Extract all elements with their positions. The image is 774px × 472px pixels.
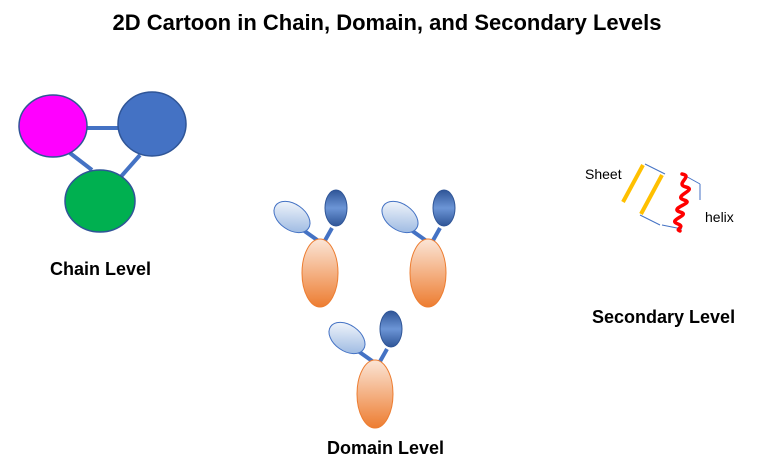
- secondary-level-label: Secondary Level: [592, 307, 736, 327]
- domain-light-lobe: [328, 321, 366, 355]
- sheet-strand-2: [639, 174, 664, 215]
- chain-node-magenta: [18, 94, 88, 158]
- chain-level-group: [18, 91, 187, 233]
- chain-level-label: Chain Level: [50, 259, 152, 279]
- helix-label: helix: [705, 209, 734, 225]
- domain-dark-lobe: [324, 189, 348, 227]
- sheet-outline-top: [644, 163, 666, 175]
- chain-node-green: [64, 169, 136, 233]
- diagram-title: 2D Cartoon in Chain, Domain, and Seconda…: [112, 10, 662, 35]
- domain-base-ellipse: [409, 238, 447, 308]
- domain-base-ellipse: [356, 359, 394, 429]
- domain-cartoon-1: [273, 189, 348, 308]
- domain-dark-lobe: [432, 189, 456, 227]
- sheet-label: Sheet: [585, 166, 622, 182]
- domain-dark-lobe: [379, 310, 403, 348]
- domain-base-ellipse: [301, 238, 339, 308]
- domain-light-lobe: [381, 200, 419, 234]
- secondary-level-group: [621, 163, 701, 233]
- sheet-strand-1: [621, 164, 645, 203]
- domain-level-label: Domain Level: [327, 438, 445, 458]
- helix-coil: [673, 172, 691, 233]
- domain-cartoon-3: [328, 310, 403, 429]
- sheet-outline-bottom: [639, 214, 661, 226]
- domain-cartoon-2: [381, 189, 456, 308]
- domain-light-lobe: [273, 200, 311, 234]
- chain-node-blue: [117, 91, 187, 157]
